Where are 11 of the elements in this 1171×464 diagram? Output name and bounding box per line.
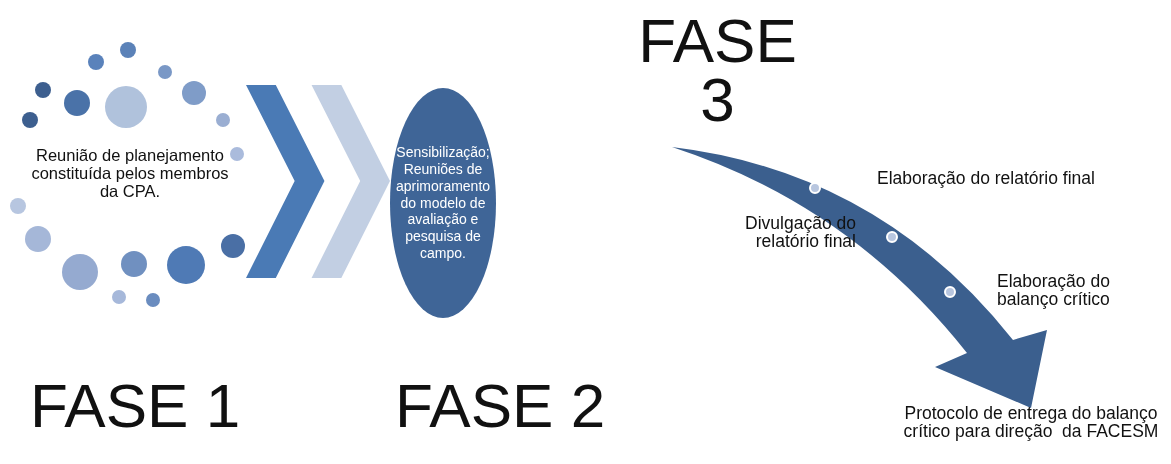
phase-title: FASE 2 xyxy=(393,375,607,437)
step-label: Elaboração do relatório final xyxy=(877,170,1096,188)
process-text: Reunião de planejamento constituída pelos membros da CPA. xyxy=(30,146,230,201)
phase-title: FASE 1 xyxy=(28,375,242,437)
phase-ellipse: Sensibilização; Reuniões de aprimoramento do modelo de avaliação e pesquisa de campo. xyxy=(390,88,496,318)
phase-title: FASE 3 xyxy=(637,12,798,130)
step-label: Elaboração do balanço crítico xyxy=(997,273,1111,308)
chevron-arrow xyxy=(246,85,390,278)
process-text: Protocolo de entrega do balanço crítico para direção da FACESM xyxy=(900,404,1162,464)
curved-arrow xyxy=(672,147,1047,408)
step-label: Divulgação do relatório final xyxy=(744,215,856,250)
